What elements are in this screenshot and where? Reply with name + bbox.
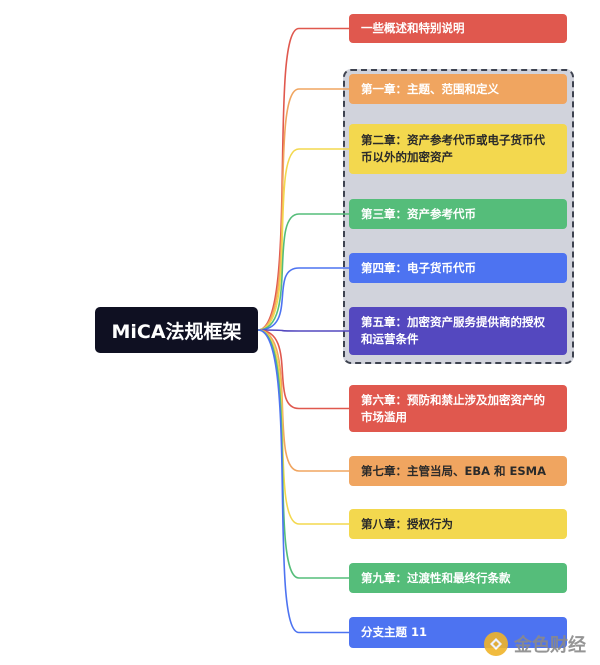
root-node[interactable]: MiCA法规框架 bbox=[95, 307, 258, 353]
branch-node-chapter-4[interactable]: 第四章：电子货币代币 bbox=[349, 253, 567, 283]
branch-node-topic-11[interactable]: 分支主题 11 bbox=[349, 617, 567, 648]
jinse-logo-icon bbox=[484, 632, 508, 656]
connector-line bbox=[257, 329, 349, 332]
connector-line bbox=[257, 267, 349, 331]
branch-node-chapter-1[interactable]: 第一章：主题、范围和定义 bbox=[349, 74, 567, 104]
branch-node-chapter-9[interactable]: 第九章：过渡性和最终行条款 bbox=[349, 563, 567, 593]
branch-node-chapter-3[interactable]: 第三章：资产参考代币 bbox=[349, 199, 567, 229]
connector-line bbox=[257, 27, 349, 331]
connector-line bbox=[257, 88, 349, 331]
branch-node-overview[interactable]: 一些概述和特别说明 bbox=[349, 14, 567, 43]
connector-line bbox=[257, 329, 349, 472]
connector-line bbox=[257, 329, 349, 410]
watermark-text: 金色财经 bbox=[514, 635, 586, 656]
branch-node-chapter-6[interactable]: 第六章：预防和禁止涉及加密资产的市场滥用 bbox=[349, 385, 567, 432]
connector-line bbox=[257, 329, 349, 579]
branch-node-chapter-2[interactable]: 第二章：资产参考代币或电子货币代币以外的加密资产 bbox=[349, 124, 567, 174]
branch-node-chapter-7[interactable]: 第七章：主管当局、EBA 和 ESMA bbox=[349, 456, 567, 486]
branch-node-chapter-8[interactable]: 第八章：授权行为 bbox=[349, 509, 567, 539]
connector-line bbox=[257, 329, 349, 525]
connector-line bbox=[257, 213, 349, 331]
connector-line bbox=[257, 148, 349, 331]
branch-node-chapter-5[interactable]: 第五章：加密资产服务提供商的授权和运营条件 bbox=[349, 307, 567, 355]
connector-line bbox=[257, 329, 349, 634]
watermark: 金色财经 bbox=[484, 631, 586, 657]
